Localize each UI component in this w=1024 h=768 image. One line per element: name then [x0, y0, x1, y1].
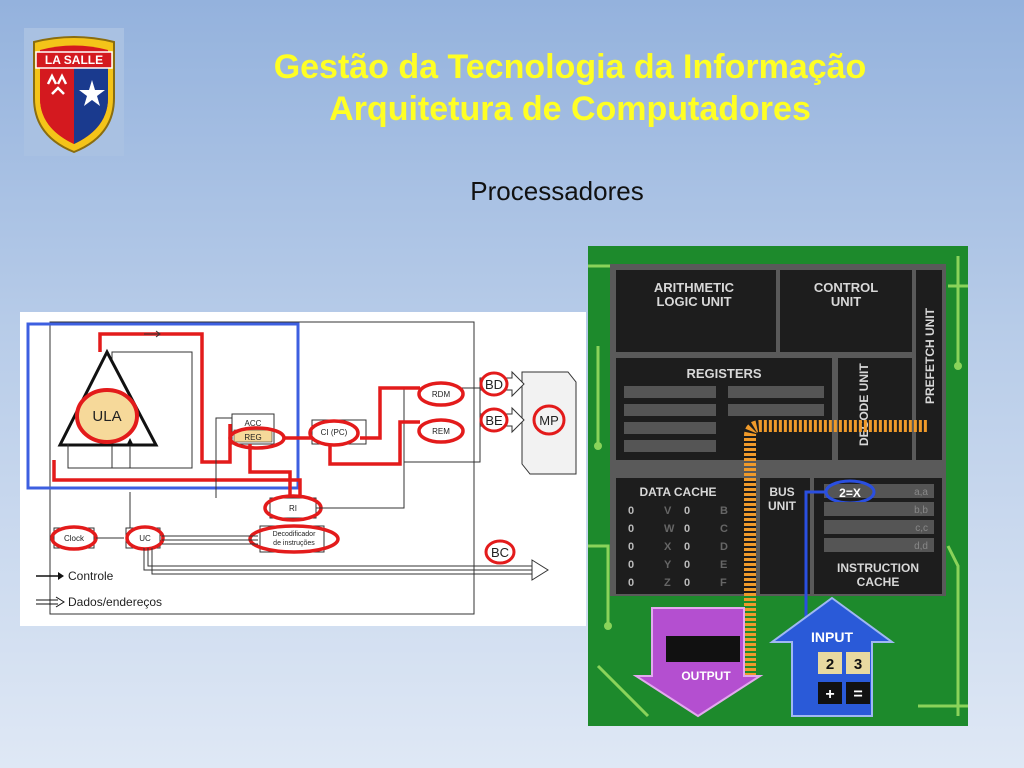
data-cache-label: DATA CACHE	[639, 485, 716, 499]
be-circle	[479, 407, 509, 433]
instruction-cache-label-2: CACHE	[857, 575, 900, 589]
cache-cell: E	[720, 559, 727, 571]
registers-label: REGISTERS	[686, 366, 761, 381]
legend-control: Controle	[68, 569, 114, 583]
slide-title: Gestão da Tecnologia da Informação Arqui…	[160, 46, 980, 130]
star-icon	[79, 80, 105, 106]
decoder-label-1: Decodificador	[273, 531, 316, 538]
cache-cell: 0	[684, 541, 690, 553]
rdm-circle	[417, 381, 465, 407]
rem-circle	[417, 418, 465, 444]
cache-cell: F	[720, 577, 727, 589]
bus-unit-label-2: UNIT	[768, 499, 797, 513]
instr-row: c,c	[915, 523, 928, 534]
key-3: 3	[854, 656, 862, 673]
bus-unit-label-1: BUS	[769, 485, 794, 499]
cache-cell: 0	[684, 523, 690, 535]
alu-label-1: ARITHMETIC	[654, 280, 735, 295]
ci-circle	[308, 419, 360, 447]
acc-label: ACC	[245, 419, 262, 428]
mp-label: MP	[539, 413, 559, 428]
prefetch-label: PREFETCH UNIT	[923, 307, 937, 404]
bc-circle	[484, 539, 516, 565]
uc-label: UC	[139, 534, 151, 543]
bd-circle	[479, 371, 509, 397]
cache-cell: B	[720, 505, 728, 517]
cpu-illustration: ARITHMETIC LOGIC UNIT CONTROL UNIT PREFE…	[588, 246, 968, 726]
output-label: OUTPUT	[681, 669, 731, 683]
decode-label: DECODE UNIT	[857, 363, 871, 446]
cpu-block-diagram: ULA ACC REG CI (PC) RDM REM MP BD BE RI …	[20, 312, 586, 626]
title-line-1: Gestão da Tecnologia da Informação	[273, 48, 867, 86]
cache-cell: D	[720, 541, 728, 553]
bd-label: BD	[485, 377, 503, 392]
legend-data: Dados/endereços	[68, 595, 162, 609]
cache-cell: 0	[684, 559, 690, 571]
cache-cell: 0	[684, 505, 690, 517]
cache-cell: W	[664, 523, 675, 535]
key-2: 2	[826, 656, 834, 673]
instr-row: b,b	[914, 505, 928, 516]
instruction-cache-label-1: INSTRUCTION	[837, 561, 919, 575]
cache-cell: 0	[628, 523, 634, 535]
cache-cell: Y	[664, 559, 672, 571]
input-label: INPUT	[811, 629, 853, 645]
logo-text: LA SALLE	[45, 53, 103, 67]
cache-cell: 0	[628, 559, 634, 571]
ula-label: ULA	[92, 408, 121, 425]
la-salle-logo: LA SALLE	[24, 28, 124, 156]
title-line-2: Arquitetura de Computadores	[329, 90, 811, 128]
cache-cell: C	[720, 523, 728, 535]
instr-row: d,d	[914, 541, 928, 552]
rdm-label: RDM	[432, 390, 451, 399]
cache-cell: V	[664, 505, 672, 517]
control-unit-label-2: UNIT	[831, 294, 861, 309]
cache-cell: 0	[628, 577, 634, 589]
ula-circle	[75, 388, 139, 444]
decoder-circle	[248, 524, 340, 554]
cache-cell: 0	[628, 505, 634, 517]
slide-subtitle: Processadores	[470, 176, 644, 206]
expr-label: 2=X	[839, 486, 861, 500]
flame-icon	[46, 73, 68, 95]
cache-cell: 0	[628, 541, 634, 553]
control-unit-label-1: CONTROL	[814, 280, 878, 295]
ci-label: CI (PC)	[321, 428, 348, 437]
bc-label: BC	[491, 545, 509, 560]
rem-label: REM	[432, 427, 450, 436]
decoder-label-2: de instruções	[273, 540, 315, 547]
key-plus: +	[825, 686, 834, 703]
uc-circle	[125, 525, 165, 551]
be-label: BE	[485, 413, 503, 428]
cache-cell: 0	[684, 577, 690, 589]
cache-cell: X	[664, 541, 672, 553]
instr-row: a,a	[914, 487, 928, 498]
reg-label: REG	[244, 433, 261, 442]
ri-label: RI	[289, 504, 297, 513]
cache-rows: 0 V 0 B 0 W 0 C 0 X 0 D 0 Y 0 E 0 Z 0 F	[628, 505, 728, 589]
clock-label: Clock	[64, 534, 85, 543]
cache-cell: Z	[664, 577, 671, 589]
key-equals: =	[853, 686, 862, 703]
mp-circle	[532, 404, 566, 436]
alu-label-2: LOGIC UNIT	[656, 294, 731, 309]
alu-region	[26, 322, 300, 490]
